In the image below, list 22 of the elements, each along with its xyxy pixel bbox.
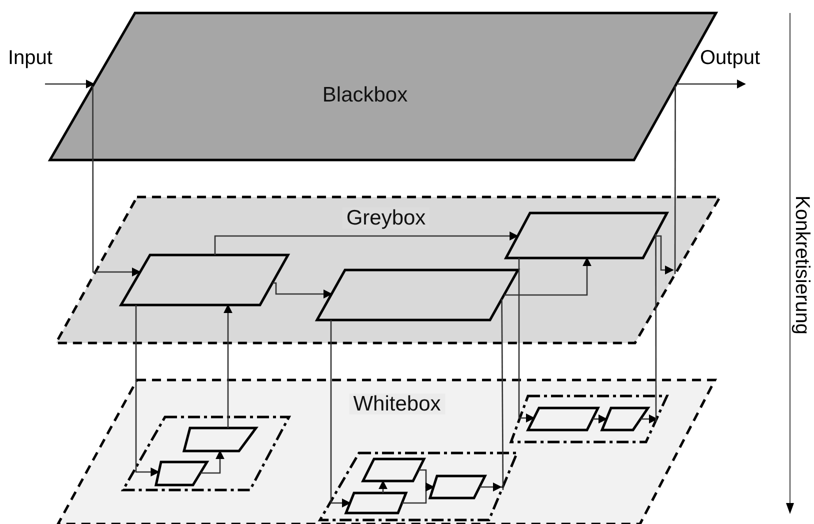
connector-arrow xyxy=(272,282,332,298)
connector-arrow xyxy=(654,235,674,274)
connector-arrow xyxy=(92,86,141,276)
connector-arrow xyxy=(224,304,232,428)
connector-arrow xyxy=(640,414,658,424)
connector-arrow xyxy=(200,450,224,474)
io-label: Input xyxy=(8,48,52,68)
connector-arrow xyxy=(214,232,519,255)
connector-arrow xyxy=(45,80,95,88)
io-label: Output xyxy=(700,48,760,68)
connector-arrow xyxy=(378,480,388,493)
layer-title: Whitebox xyxy=(349,394,445,414)
connector-arrow xyxy=(676,80,746,88)
connector-arrow xyxy=(135,305,160,476)
layer-title: Blackbox xyxy=(321,84,409,106)
connector-arrow xyxy=(402,482,434,504)
connector-arrow xyxy=(592,414,608,424)
connector-arrow xyxy=(480,482,502,492)
connector-arrow xyxy=(330,320,351,508)
axis-label: Konkretisierung xyxy=(792,196,812,334)
connector-arrow xyxy=(504,257,592,296)
connector-arrow xyxy=(518,258,535,422)
